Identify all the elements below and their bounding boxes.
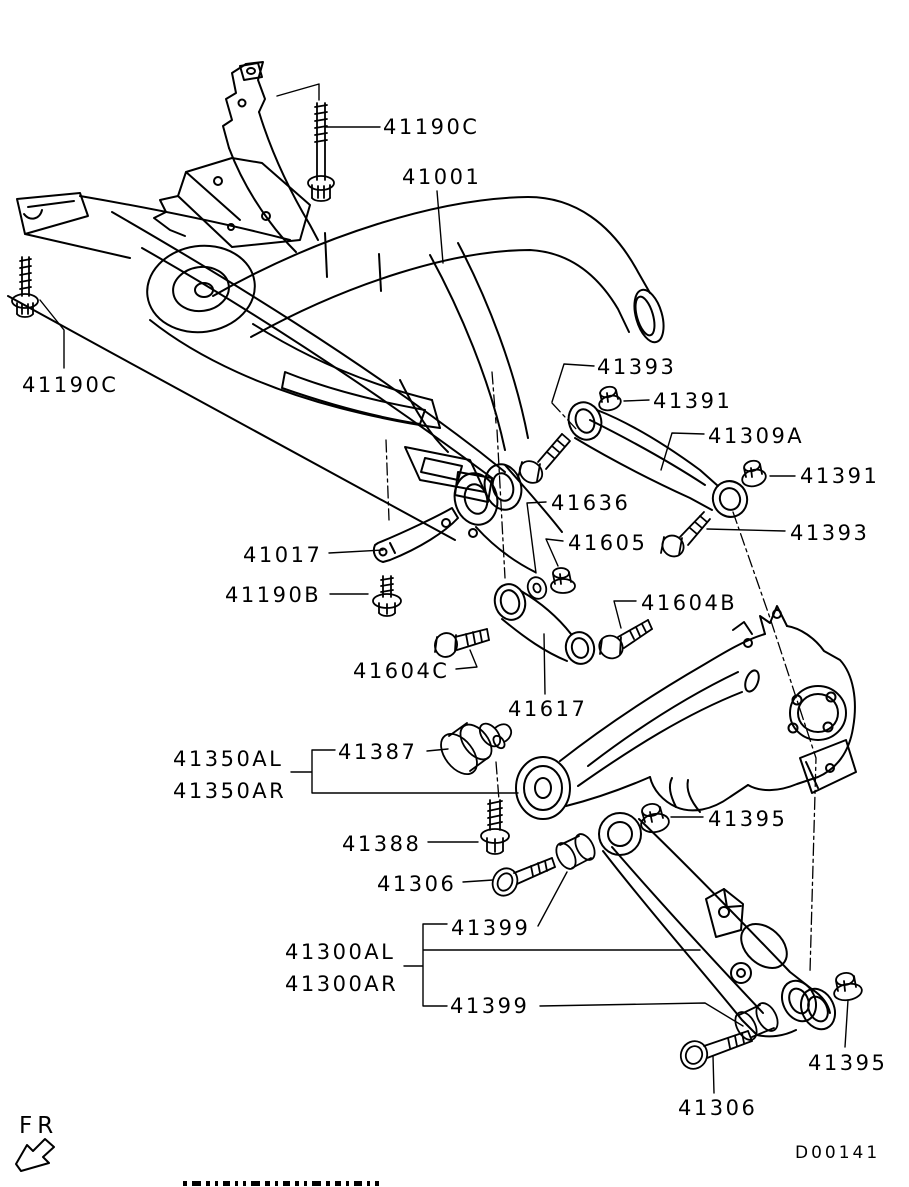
upper-arm-41309a-drawing bbox=[567, 401, 749, 518]
link-41617-drawing bbox=[493, 583, 596, 665]
nut-41391-left-drawing bbox=[598, 385, 622, 412]
label-upper-arm-41309a: 41309A bbox=[708, 424, 804, 448]
bolt-41393-left-drawing bbox=[517, 433, 571, 484]
label-stay-41017: 41017 bbox=[243, 543, 322, 567]
label-nut-41391-left: 41391 bbox=[653, 389, 732, 413]
bolt-41306-lower-drawing bbox=[679, 1030, 753, 1070]
fr-label: FR bbox=[19, 1113, 59, 1139]
label-link-41617: 41617 bbox=[508, 697, 587, 721]
drawing-code: D00141 bbox=[795, 1143, 881, 1163]
nut-41395-lower-drawing bbox=[833, 971, 863, 1002]
washer-41636-drawing bbox=[526, 576, 548, 600]
label-bolt-41393-right: 41393 bbox=[790, 521, 869, 545]
part-number-labels: 41190C 41001 41190C 41393 41391 41309A 41391 41… bbox=[22, 115, 887, 1120]
bushing-41387-drawing bbox=[440, 722, 513, 775]
bushing-41399-upper-drawing bbox=[555, 833, 596, 870]
centerlines bbox=[385, 371, 817, 973]
stay-41017-drawing bbox=[372, 507, 459, 563]
label-bolt-41604c: 41604C bbox=[353, 659, 449, 683]
bushing-41399-lower-drawing bbox=[734, 1002, 779, 1041]
label-trailing-arm-41350al: 41350AL bbox=[173, 747, 283, 771]
label-bolt-41190b: 41190B bbox=[225, 583, 321, 607]
label-nut-41395-upper: 41395 bbox=[708, 807, 787, 831]
label-lower-arm-41300ar: 41300AR bbox=[285, 972, 398, 996]
label-trailing-arm-41350ar: 41350AR bbox=[173, 779, 286, 803]
label-washer-41636: 41636 bbox=[551, 491, 630, 515]
label-bolt-41306-lower: 41306 bbox=[678, 1096, 757, 1120]
trailing-arm-41350-drawing bbox=[515, 605, 857, 820]
bolt-41604b-drawing bbox=[598, 619, 653, 660]
label-bushing-41387: 41387 bbox=[338, 740, 417, 764]
bolt-41388-drawing bbox=[480, 799, 510, 855]
lower-arm-41300-drawing bbox=[598, 812, 837, 1038]
bolt-41306-upper-drawing bbox=[491, 857, 556, 897]
label-bolt-41306-upper: 41306 bbox=[377, 872, 456, 896]
crossmember-drawing bbox=[7, 61, 665, 573]
label-bolt-41190c-left: 41190C bbox=[22, 373, 118, 397]
label-bolt-41190c-top: 41190C bbox=[383, 115, 479, 139]
label-bolt-41604b: 41604B bbox=[641, 591, 737, 615]
label-bolt-41388: 41388 bbox=[342, 832, 421, 856]
bolt-41604c-drawing bbox=[434, 628, 490, 658]
nut-41395-upper-drawing bbox=[640, 802, 670, 834]
nut-41605-drawing bbox=[550, 567, 576, 594]
label-nut-41395-lower: 41395 bbox=[808, 1051, 887, 1075]
nut-41391-right-drawing bbox=[741, 459, 767, 488]
label-nut-41391-right: 41391 bbox=[800, 464, 879, 488]
label-bushing-41399-lower: 41399 bbox=[450, 994, 529, 1018]
label-lower-arm-41300al: 41300AL bbox=[285, 940, 395, 964]
fr-direction-arrow bbox=[15, 1138, 55, 1172]
label-crossmember-41001: 41001 bbox=[402, 165, 481, 189]
bolt-41393-right-drawing bbox=[660, 511, 711, 558]
fr-arrow-icon bbox=[15, 1138, 55, 1172]
bolt-41190b-drawing bbox=[372, 575, 402, 617]
label-bolt-41393-left: 41393 bbox=[597, 355, 676, 379]
cropped-print-artifacts bbox=[183, 1181, 379, 1186]
label-nut-41605: 41605 bbox=[568, 531, 647, 555]
label-bushing-41399-upper: 41399 bbox=[451, 916, 530, 940]
bolt-41190c-top-drawing bbox=[307, 102, 335, 202]
leader-lines bbox=[39, 83, 849, 1094]
bolt-41190c-left-drawing bbox=[11, 256, 39, 318]
